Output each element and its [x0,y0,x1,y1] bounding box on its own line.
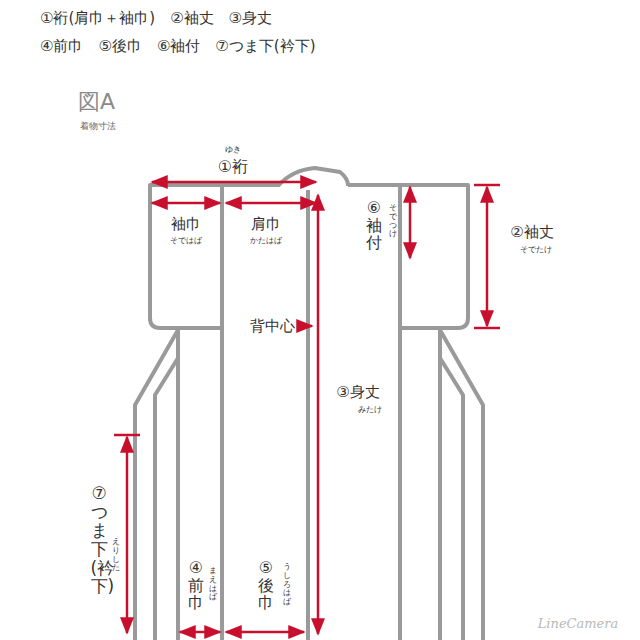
kimono-outline [135,168,483,640]
ruby: まえはば [209,567,217,602]
dimension-name: ①裄 [218,157,248,176]
dimension-name: 肩巾 [251,215,281,233]
dimension-name: ⑥袖付 [366,199,382,252]
left-sleeve [150,185,222,328]
legend-line: ④前巾 ⑤後巾 ⑥袖付 ⑦つま下(衿下) [40,37,316,55]
center-pointer [300,325,312,328]
front-panel-line [176,330,180,640]
overlap-edge [440,358,463,640]
sodetsuke-dimension [409,187,412,258]
dimension-name: 袖巾 [171,215,201,233]
overlap-edge [440,330,483,640]
figure-subtitle: 着物寸法 [80,121,116,132]
right-sleeve [400,185,468,328]
front-panel-line [438,330,442,640]
dimension-name: ②袖丈 [510,223,553,241]
dimension-name: ③身丈 [336,383,379,401]
mitake-dimension [317,195,320,634]
ruby: ゆき [225,145,241,155]
dimension-lines [114,182,500,634]
watermark: LineCamera [538,616,619,632]
overlap-edge [155,358,178,640]
yuki-dimension [152,181,316,184]
shoulder-line [222,183,400,187]
body-line [220,185,224,640]
tsumashita-dimension [126,437,129,633]
ruby: うしろはば [283,563,291,607]
sodetake-dimension [486,187,489,326]
ruby: そでつけ [389,204,397,239]
ruby: えりした [112,538,120,573]
ruby: そではば [170,236,202,246]
tick [474,327,500,330]
ushirohaba-dimension [226,631,304,634]
legend-line: ①裄(肩巾＋袖巾) ②袖丈 ③身丈 [40,9,272,27]
overlap-edge [135,330,178,640]
back-seam [306,190,310,640]
ruby: かたはば [250,236,282,246]
ruby: みたけ [358,405,382,415]
ruby: そでたけ [520,245,552,255]
collar [278,168,348,186]
dimension-name: ⑤後巾 [258,559,274,612]
sodehaba-dimension [152,202,220,205]
body-line [398,185,402,640]
maehaba-dimension [180,631,220,634]
katahaba-dimension [226,202,316,205]
figure-title: 図A [78,89,115,115]
center-label: 背中心 [250,317,295,335]
tick [114,434,140,437]
tick [474,184,500,187]
dimension-name: ④前巾 [188,559,204,612]
dimension-name: ⑦つま下(衿下) [91,484,108,596]
